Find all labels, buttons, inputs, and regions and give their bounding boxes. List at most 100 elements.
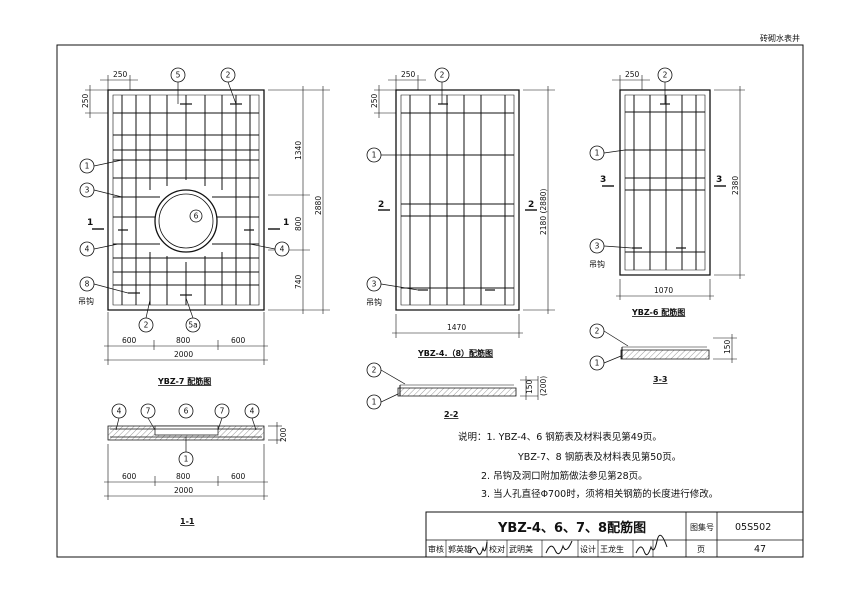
s33-dim-150: 150	[723, 339, 732, 354]
notes: 说明：1. YBZ-4、6 钢筋表及材料表见第49页。 YBZ-7、8 钢筋表及…	[458, 431, 718, 500]
ybz7-bubble-5a: 5a	[186, 318, 200, 332]
note-2: 2. 吊钩及洞口附加筋做法参见第28页。	[481, 470, 648, 482]
s11-bubble-7right: 7	[215, 404, 229, 418]
s11-bubble-4right: 4	[245, 404, 259, 418]
note-1: 说明：1. YBZ-4、6 钢筋表及材料表见第49页。	[458, 431, 662, 443]
ybz7-dim-1340: 1340	[294, 141, 303, 160]
ybz6-bubble-3: 3	[590, 239, 604, 253]
review-name: 郭英雄	[448, 544, 472, 554]
review-signature	[470, 542, 487, 554]
svg-text:2: 2	[372, 366, 377, 375]
svg-text:2: 2	[226, 71, 231, 80]
ybz7-bubble-1: 1	[80, 159, 94, 173]
svg-text:2: 2	[440, 71, 445, 80]
page-label: 页	[697, 545, 705, 554]
svg-text:5: 5	[176, 71, 181, 80]
header-category: 砖砌水表井	[760, 33, 800, 43]
s11-bubble-7left: 7	[141, 404, 155, 418]
svg-text:2: 2	[595, 327, 600, 336]
svg-text:7: 7	[220, 407, 225, 416]
check-label: 校对	[489, 544, 505, 554]
ybz7-dim-b600b: 600	[231, 336, 246, 345]
ybz7-dim-800: 800	[294, 216, 303, 231]
section-2-2: 150 (200) 2 1 2-2	[367, 363, 548, 419]
design-label: 设计	[580, 544, 596, 554]
manhole-ring-outer	[155, 190, 217, 252]
ybz6-dim-right: 2380	[731, 176, 740, 195]
ybz4-section-right: 2	[528, 200, 534, 210]
s33-caption: 3-3	[653, 375, 667, 384]
ybz7-dim-b800: 800	[176, 336, 191, 345]
s11-dim-b800: 800	[176, 472, 191, 481]
note-1b: YBZ-7、8 钢筋表及材料表见第50页。	[517, 451, 681, 463]
s33-bubble-1: 1	[590, 356, 604, 370]
svg-text:1: 1	[85, 162, 90, 171]
svg-text:3: 3	[595, 242, 600, 251]
title-block: YBZ-4、6、7、8配筋图 图集号 05S502 审核 郭英雄 校对 武明美 …	[426, 512, 803, 557]
ybz4-dim-bottom: 1470	[447, 323, 466, 332]
check-signature	[546, 541, 572, 554]
ybz7-bubble-6: 6	[190, 210, 202, 222]
svg-text:4: 4	[250, 407, 255, 416]
manhole-ring-inner	[159, 194, 213, 248]
ybz7-caption: YBZ-7 配筋图	[157, 376, 211, 386]
s11-caption: 1-1	[180, 517, 195, 526]
s11-dim-b600b: 600	[231, 472, 246, 481]
atlas-number: 05S502	[735, 522, 771, 533]
ybz7-dim-b2000: 2000	[174, 350, 193, 359]
note-3: 3. 当人孔直径Φ700时，须将相关钢筋的长度进行修改。	[481, 488, 718, 500]
s11-bubble-4left: 4	[112, 404, 126, 418]
ybz6-dim-top: 250	[625, 70, 640, 79]
ybz7-plan: 1 1 250 250 1340 800 740 2880	[78, 68, 330, 386]
ybz4-bubble-3: 3	[367, 277, 381, 291]
svg-text:1: 1	[184, 455, 189, 464]
ybz7-section-left: 1	[87, 218, 93, 228]
svg-text:3: 3	[372, 280, 377, 289]
s22-caption: 2-2	[444, 410, 458, 419]
ybz7-dim-2880: 2880	[314, 196, 323, 215]
ybz7-dim-740: 740	[294, 274, 303, 289]
svg-text:8: 8	[85, 280, 90, 289]
s11-bubble-6: 6	[179, 404, 193, 418]
ybz6-section-right: 3	[716, 175, 722, 185]
svg-text:1: 1	[595, 359, 600, 368]
design-name: 王龙生	[600, 544, 624, 554]
review-label: 审核	[428, 544, 444, 554]
check-name: 武明美	[509, 544, 533, 554]
ybz7-section-right: 1	[283, 218, 289, 228]
ybz7-dim-top: 250	[113, 70, 128, 79]
svg-text:2: 2	[663, 71, 668, 80]
ybz4-caption: YBZ-4.（8）配筋图	[417, 348, 493, 358]
ybz7-dim-left: 250	[81, 93, 90, 108]
s11-dim-200: 200	[279, 427, 288, 442]
ybz6-plan: 3 3 250 2380 1070 2 1 3 吊钩 YBZ-6 配筋图	[589, 68, 745, 317]
ybz7-hook-label: 吊钩	[78, 296, 94, 306]
page-number: 47	[754, 544, 766, 555]
svg-text:7: 7	[146, 407, 151, 416]
ybz7-bubble-4: 4	[80, 242, 94, 256]
svg-text:1: 1	[372, 398, 377, 407]
svg-text:6: 6	[184, 407, 189, 416]
ybz7-bubble-2bottom: 2	[139, 318, 153, 332]
s22-bubble-2: 2	[367, 363, 381, 377]
atlas-label: 图集号	[690, 522, 714, 532]
ybz4-dim-top: 250	[401, 70, 416, 79]
s22-dim-150: 150	[525, 379, 534, 394]
s11-dim-b2000: 2000	[174, 486, 193, 495]
svg-text:2: 2	[144, 321, 149, 330]
ybz6-dim-bottom: 1070	[654, 286, 673, 295]
svg-text:6: 6	[194, 212, 199, 221]
ybz6-hook-label: 吊钩	[589, 259, 605, 269]
section-3-3: 150 2 1 3-3	[590, 324, 737, 384]
ybz4-section-left: 2	[378, 200, 384, 210]
ybz4-plan: 2 2 250 250 2180 (2880) 1470	[366, 68, 555, 358]
ybz7-bubble-5: 5	[171, 68, 185, 82]
svg-text:4: 4	[85, 245, 90, 254]
ybz6-bubble-1: 1	[590, 146, 604, 160]
ybz7-dim-b600a: 600	[122, 336, 137, 345]
svg-text:5a: 5a	[188, 321, 197, 330]
svg-text:1: 1	[595, 149, 600, 158]
s11-bubble-1: 1	[179, 452, 193, 466]
drawing-title: YBZ-4、6、7、8配筋图	[497, 520, 646, 536]
